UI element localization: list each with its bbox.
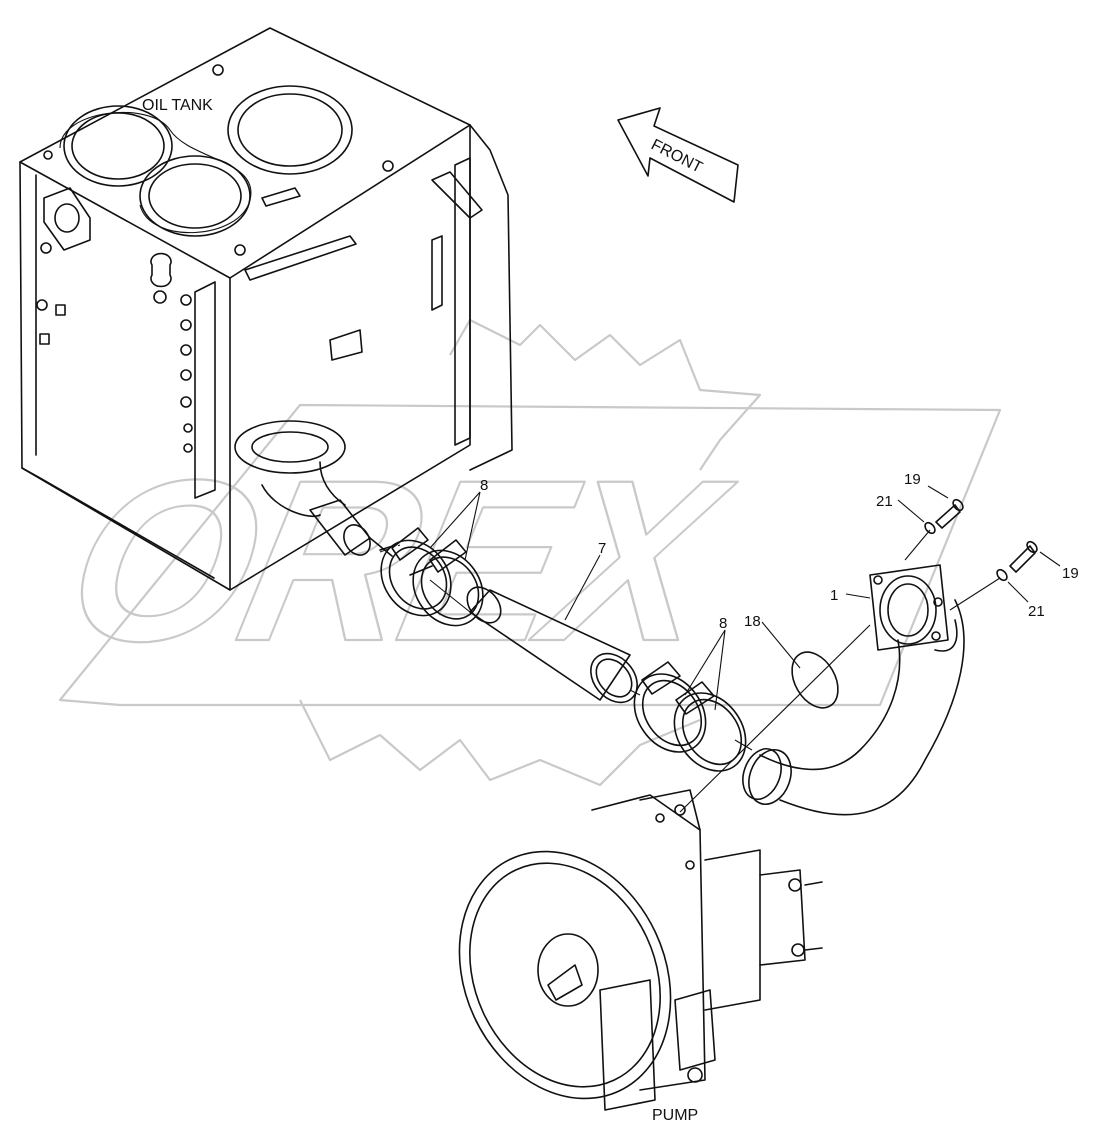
callout-item-18: 18 <box>744 613 761 630</box>
oil-tank-label: OIL TANK <box>142 97 213 114</box>
callout-item-19-lower: 19 <box>1062 565 1079 582</box>
callout-item-21-lower: 21 <box>1028 603 1045 620</box>
assembly-lines <box>379 529 1001 813</box>
pump-label: PUMP <box>652 1107 698 1124</box>
washer-upper <box>924 521 936 535</box>
bolt-lower <box>1009 540 1038 573</box>
callout-item-1: 1 <box>830 587 838 604</box>
watermark-logo: OREX <box>47 318 1002 787</box>
callout-item-7: 7 <box>598 540 606 557</box>
front-label: FRONT <box>648 136 705 176</box>
washer-lower <box>996 568 1008 582</box>
hose-clamps-lower <box>633 661 747 772</box>
callout-item-19-upper: 19 <box>904 471 921 488</box>
o-ring <box>791 651 839 709</box>
callout-item-8-upper: 8 <box>480 477 488 494</box>
hydraulic-pump <box>458 789 823 1111</box>
suction-hose <box>466 586 638 704</box>
oil-tank <box>19 27 513 591</box>
callout-leaders <box>429 485 1061 711</box>
callout-item-8-lower: 8 <box>719 615 727 632</box>
elbow-pipe <box>742 564 965 816</box>
hose-clamps-upper <box>379 527 484 627</box>
watermark-text: OREX <box>48 432 748 689</box>
front-arrow: FRONT <box>617 107 739 203</box>
bolt-upper <box>935 498 964 529</box>
callout-item-21-upper: 21 <box>876 493 893 510</box>
